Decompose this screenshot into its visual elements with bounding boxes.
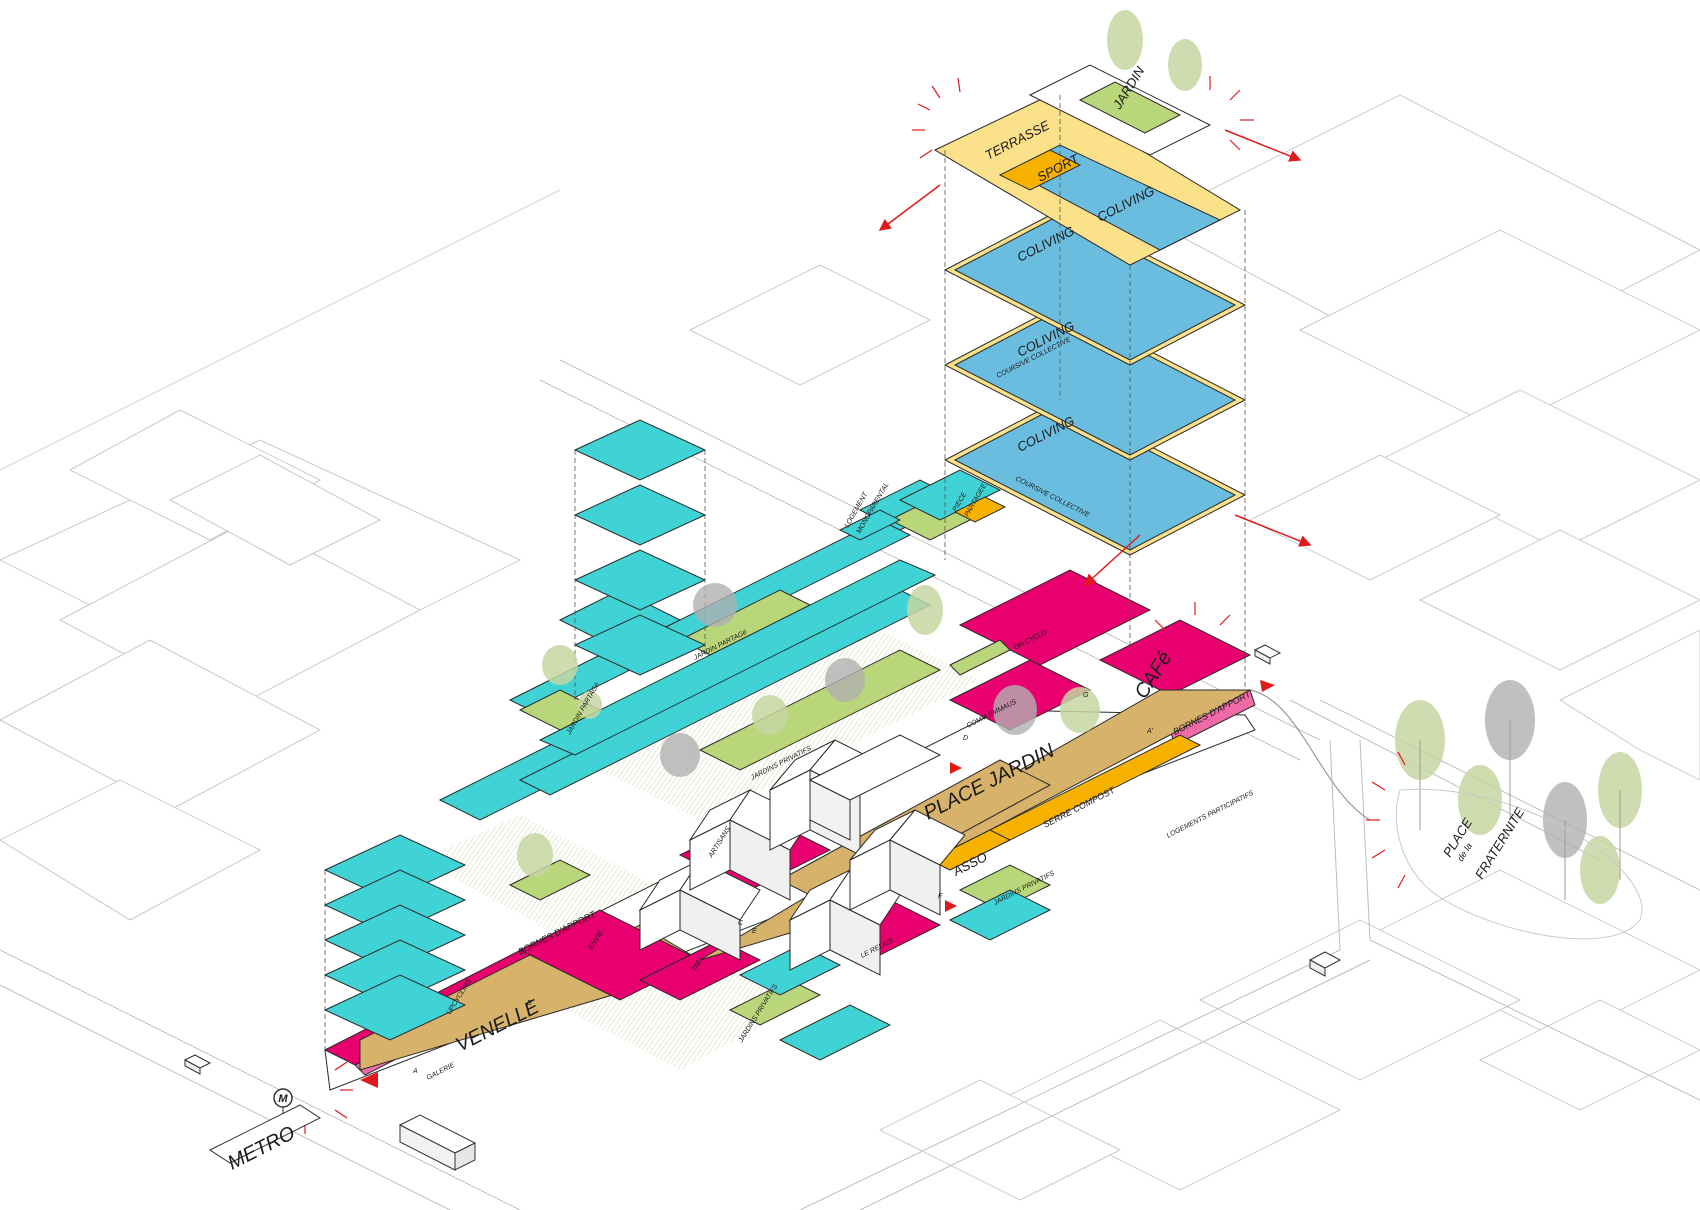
label-logements-participatifs: LOGEMENTS PARTICIPATIFS [1166,790,1255,840]
tree-icon [517,833,553,877]
vehicles [183,644,1342,1171]
roof-garden [1078,81,1182,134]
bus-icon [398,1114,477,1171]
cafe-block [1098,619,1252,696]
point-e: E [752,928,757,935]
point-a: A [412,1068,418,1075]
metro-symbol: M [278,1093,288,1105]
coliving-floor-2 [953,309,1237,456]
asso-block [928,829,1012,871]
tree-icon [752,695,788,735]
street-grid [0,94,1700,1210]
coliving-tower [933,64,1247,690]
tree-icon [1458,765,1502,835]
tree-icon [825,658,865,702]
metro-icon [273,1088,293,1108]
arrow-icon [945,900,957,912]
tree-icon [542,645,578,685]
arrow-icon [1234,514,1312,547]
red-arrows [360,129,1312,1088]
arrow-icon [1224,129,1302,162]
trees [517,10,1642,904]
car-icon [1308,951,1342,977]
point-f: F [938,893,943,900]
tree-icon [1580,836,1620,904]
metro-sign: M [208,1088,322,1164]
upper-cyan-floors [438,469,1007,901]
place-fraternite [1249,689,1643,940]
point-c: C [738,920,744,927]
tree-icon [578,691,602,719]
tree-icon [993,685,1037,735]
point-g: G [1083,692,1089,699]
tree-icon [1060,687,1100,733]
label-galerie: GALERIE [426,1062,457,1082]
point-d: D [963,735,968,742]
tree-icon [1107,10,1143,70]
oh-cyclo-block [958,569,1152,666]
left-cyan-tower [323,834,467,1050]
arrow-icon [1083,534,1141,587]
center-cyan-stack [573,419,707,700]
tree-icon [1168,39,1202,91]
car-icon [1253,644,1282,665]
point-b: B [527,1000,532,1007]
tree-icon [660,733,700,777]
car-icon [183,1054,212,1075]
white-buildings [638,734,966,976]
tree-icon [907,585,943,635]
point-a-prime: A' [1146,728,1154,735]
tree-icon [693,583,737,627]
arrow-icon [360,1072,378,1088]
arrow-icon [878,184,941,231]
coliving-floor-3 [953,214,1237,361]
coliving-floor-1 [953,404,1237,551]
arrow-icon [1260,680,1275,692]
arrow-icon [950,762,962,774]
